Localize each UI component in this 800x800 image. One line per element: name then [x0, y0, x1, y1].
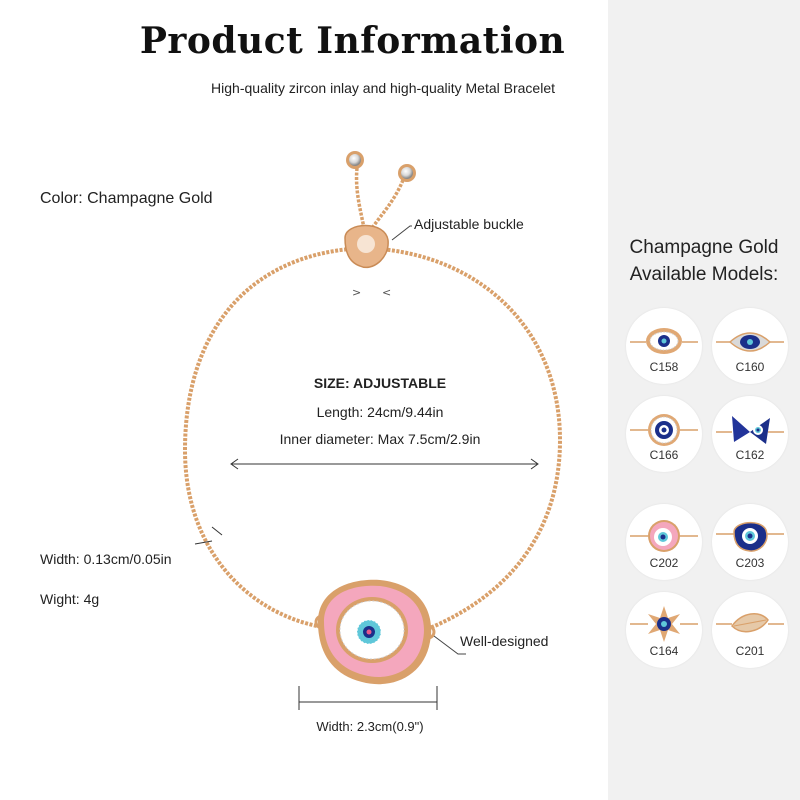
model-code: C160: [735, 360, 765, 374]
adjustable-buckle-label: Adjustable buckle: [414, 216, 524, 232]
model-card-c203[interactable]: C203: [712, 504, 788, 580]
charm-width-label: Width: 2.3cm(0.9"): [316, 719, 424, 734]
bracelet-chain-right: [364, 246, 563, 632]
page-title: Product Information: [139, 20, 566, 62]
evil-eye-round-icon: [630, 414, 698, 446]
length-label: Length: 24cm/9.44in: [316, 404, 444, 420]
evil-eye-pink-icon: [630, 520, 698, 552]
model-code: C202: [649, 556, 679, 570]
model-code: C164: [649, 644, 679, 658]
charm-leader-line: [433, 635, 466, 655]
evil-eye-marquise-icon: [716, 332, 784, 352]
bracelet-illustration: > <: [182, 151, 563, 710]
leaf-charm-icon: [716, 613, 784, 633]
svg-text:<: <: [382, 286, 391, 299]
evil-eye-blue-drop-icon: [716, 521, 784, 552]
model-code: C166: [649, 448, 679, 462]
models-title-line1: Champagne Gold: [629, 237, 779, 258]
page-subtitle: High-quality zircon inlay and high-quali…: [211, 80, 555, 96]
model-card-c160[interactable]: C160: [712, 308, 788, 384]
model-card-c201[interactable]: C201: [712, 592, 788, 668]
evil-eye-oval-icon: [630, 328, 698, 354]
buckle-tail-chain-right: [370, 179, 405, 230]
size-heading: SIZE: ADJUSTABLE: [313, 375, 447, 391]
model-code: C162: [735, 448, 765, 462]
inner-diameter-label: Inner diameter: Max 7.5cm/2.9in: [279, 431, 481, 447]
buckle-leader-line: [391, 225, 412, 241]
evil-eye-butterfly-icon: [716, 416, 784, 444]
models-panel-title: Champagne Gold Available Models:: [608, 234, 800, 288]
model-code: C201: [735, 644, 765, 658]
model-card-c202[interactable]: C202: [626, 504, 702, 580]
bracelet-chain: [182, 246, 366, 630]
buckle-tail-chain-left: [354, 167, 366, 229]
chain-width-label: Width: 0.13cm/0.05in: [40, 551, 172, 567]
pink-evil-eye-charm: [314, 579, 436, 685]
well-designed-label: Well-designed: [460, 633, 549, 649]
model-code: C158: [649, 360, 679, 374]
model-card-c166[interactable]: C166: [626, 396, 702, 472]
model-card-c162[interactable]: C162: [712, 396, 788, 472]
model-card-c164[interactable]: C164: [626, 592, 702, 668]
color-label: Color: Champagne Gold: [40, 190, 213, 207]
svg-text:>: >: [352, 286, 361, 299]
weight-label: Wight: 4g: [40, 591, 100, 607]
model-card-c158[interactable]: C158: [626, 308, 702, 384]
evil-eye-flower-icon: [630, 606, 698, 642]
model-code: C203: [735, 556, 765, 570]
models-title-line2: Available Models:: [629, 264, 779, 285]
